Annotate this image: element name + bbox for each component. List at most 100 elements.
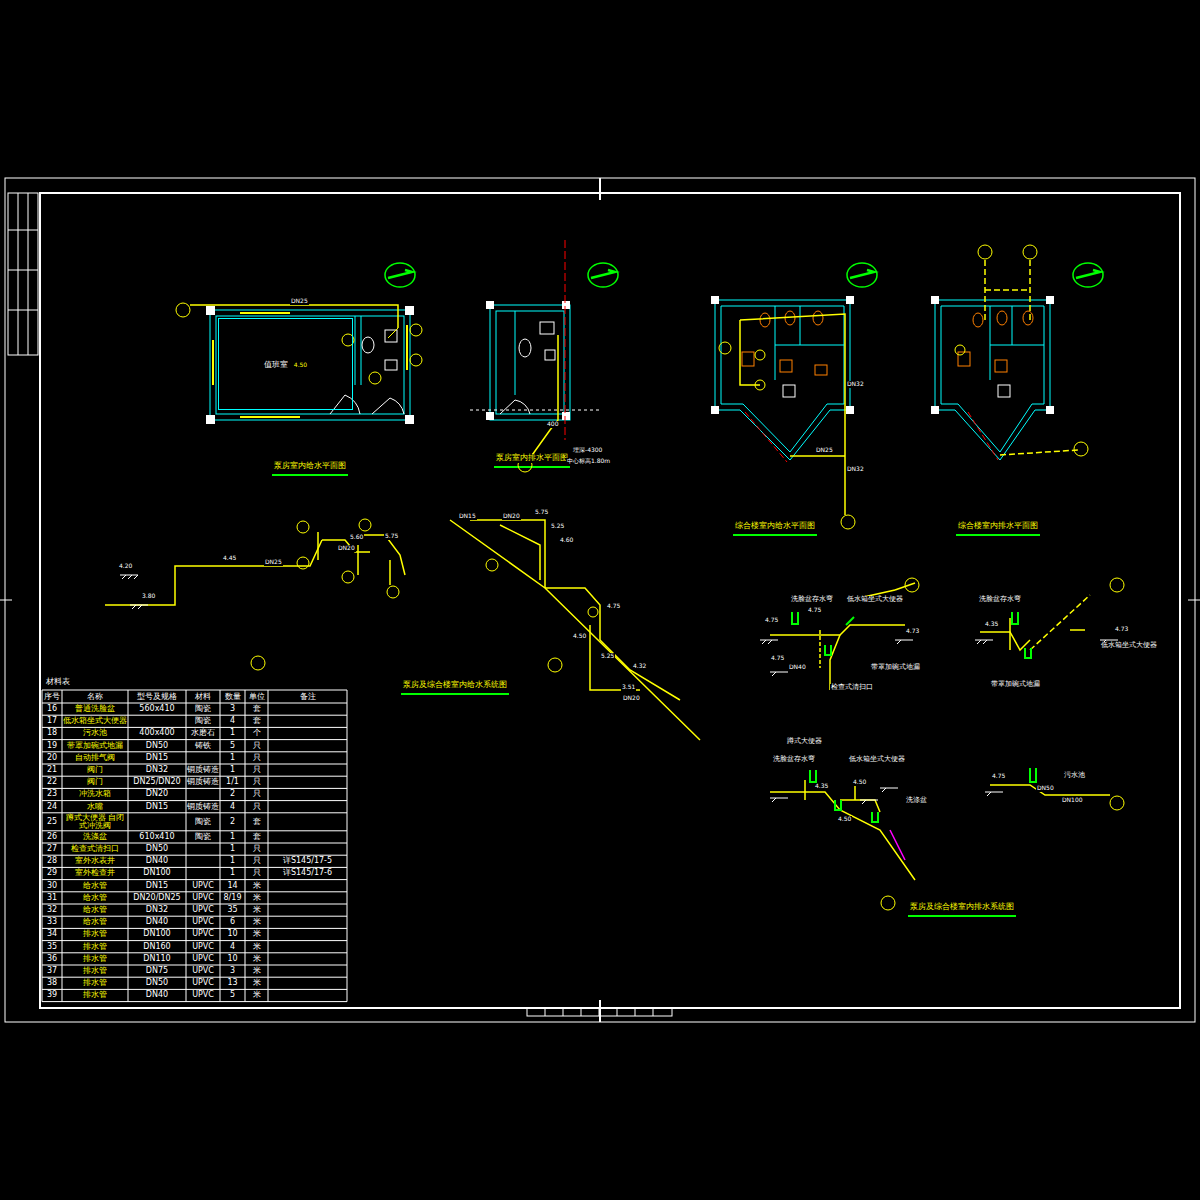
- grid-line: [42, 727, 347, 728]
- table-cell: 水嘴: [62, 801, 128, 813]
- drawing-title: 综合楼室内给水平面图: [734, 522, 816, 531]
- table-cell: 米: [245, 904, 268, 916]
- cell-text: UPVC: [192, 955, 214, 963]
- table-cell: 冲洗水箱: [62, 788, 128, 800]
- table-cell: 陶瓷: [186, 715, 220, 727]
- grid-line: [128, 690, 129, 1002]
- dimension-text: 4.75: [991, 773, 1006, 780]
- cell-text: DN15: [146, 754, 168, 762]
- table-cell: UPVC: [186, 928, 220, 940]
- fixture-note: 低水箱坐式大便器: [846, 596, 904, 604]
- table-cell: 2: [220, 813, 245, 831]
- drawing-title: 泵房室内排水平面图: [495, 454, 569, 463]
- dimension-text: DN32: [846, 381, 865, 388]
- cell-text: 20: [47, 754, 57, 762]
- cell-text: DN50: [146, 979, 168, 987]
- grid-line: [268, 690, 269, 1002]
- table-cell: 室外水表井: [62, 855, 128, 867]
- cell-text: 5: [230, 991, 235, 999]
- table-cell: DN100: [128, 867, 186, 879]
- table-cell: UPVC: [186, 892, 220, 904]
- cell-text: DN50: [146, 845, 168, 853]
- cell-text: 1: [230, 845, 235, 853]
- table-cell: UPVC: [186, 904, 220, 916]
- cell-text: 400x400: [139, 729, 174, 737]
- cell-text: 只: [253, 790, 261, 798]
- table-cell: 35: [42, 941, 62, 953]
- grid-line: [42, 879, 347, 880]
- table-cell: DN50: [128, 977, 186, 989]
- cell-text: 米: [253, 979, 261, 987]
- table-cell: 33: [42, 916, 62, 928]
- cell-text: 陶瓷: [195, 833, 211, 841]
- cell-text: 只: [253, 803, 261, 811]
- cell-text: 1: [230, 729, 235, 737]
- cell-text: DN50: [146, 742, 168, 750]
- table-cell: 28: [42, 855, 62, 867]
- table-cell: 阀门: [62, 776, 128, 788]
- cell-text: 排水管: [83, 955, 107, 963]
- table-cell: DN40: [128, 916, 186, 928]
- table-cell: 米: [245, 892, 268, 904]
- cell-text: 560x410: [139, 705, 174, 713]
- table-cell: 10: [220, 953, 245, 965]
- dimension-text: 4.50: [837, 816, 852, 823]
- table-cell: 1: [220, 752, 245, 764]
- cell-text: 套: [253, 818, 261, 826]
- table-cell: 陶瓷: [186, 703, 220, 715]
- cell-text: 10: [227, 930, 237, 938]
- cell-text: 2: [230, 790, 235, 798]
- table-cell: 31: [42, 892, 62, 904]
- grid-line: [220, 690, 221, 1002]
- table-cell: DN160: [128, 941, 186, 953]
- cell-text: 27: [47, 845, 57, 853]
- table-cell: 排水管: [62, 941, 128, 953]
- cell-text: 自动排气阀: [75, 754, 115, 762]
- cell-text: 1: [230, 869, 235, 877]
- table-cell: 1: [220, 843, 245, 855]
- dimension-text: 4.73: [1114, 626, 1129, 633]
- cell-text: 21: [47, 766, 57, 774]
- cell-text: 32: [47, 906, 57, 914]
- table-cell: 米: [245, 953, 268, 965]
- table-cell: 3: [220, 965, 245, 977]
- grid-line: [42, 904, 347, 905]
- table-cell: 13: [220, 977, 245, 989]
- table-cell: 35: [220, 904, 245, 916]
- dimension-text: 5.25: [600, 653, 615, 660]
- cell-text: 米: [253, 894, 261, 902]
- cell-text: 2: [230, 818, 235, 826]
- dimension-text: DN20: [622, 695, 641, 702]
- cell-text: 套: [253, 833, 261, 841]
- cell-text: 4: [230, 943, 235, 951]
- dimension-text: 5.75: [534, 509, 549, 516]
- cell-text: 31: [47, 894, 57, 902]
- table-cell: 1: [220, 831, 245, 843]
- cell-text: 26: [47, 833, 57, 841]
- dimension-text: 4.35: [984, 621, 999, 628]
- fixture-note: 带罩加碗式地漏: [990, 681, 1041, 689]
- grid-line: [245, 690, 246, 1002]
- cell-text: 37: [47, 967, 57, 975]
- cell-text: 序号: [44, 693, 60, 701]
- dimension-text: 埋深-4300: [572, 447, 603, 454]
- table-cell: 名称: [62, 690, 128, 703]
- cell-text: DN25/DN20: [133, 778, 180, 786]
- cell-text: 排水管: [83, 979, 107, 987]
- table-cell: 19: [42, 740, 62, 752]
- grid-line: [42, 830, 347, 831]
- cell-text: 名称: [87, 693, 103, 701]
- table-cell: 套: [245, 703, 268, 715]
- table-cell: 排水管: [62, 953, 128, 965]
- table-cell: 32: [42, 904, 62, 916]
- table-cell: 16: [42, 703, 62, 715]
- table-cell: 铜质铸造: [186, 764, 220, 776]
- dimension-text: DN100: [1061, 797, 1084, 804]
- table-cell: 铸铁: [186, 740, 220, 752]
- table-cell: 24: [42, 801, 62, 813]
- table-cell: DN75: [128, 965, 186, 977]
- cell-text: 米: [253, 930, 261, 938]
- dimension-text: 400: [546, 421, 559, 428]
- cell-text: 1: [230, 766, 235, 774]
- fixture-note: 材料表: [45, 678, 71, 687]
